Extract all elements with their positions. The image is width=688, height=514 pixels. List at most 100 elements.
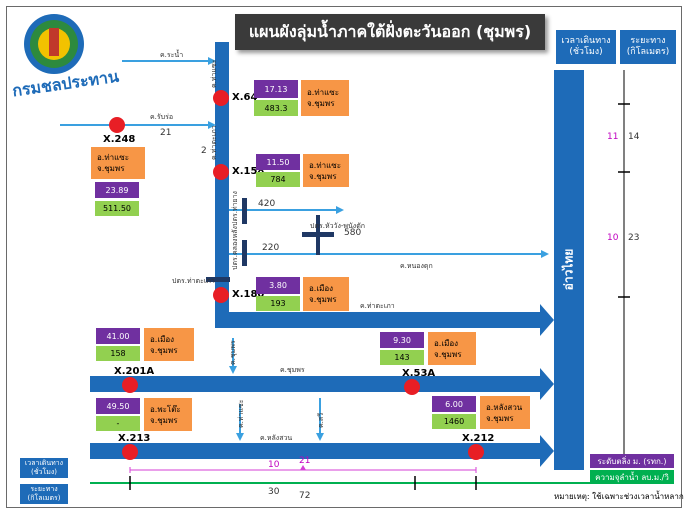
header-distance: ระยะทาง (กิโลเมตร): [620, 30, 676, 64]
station-info-x158: อ.ท่าแซะ จ.ชุมพร: [303, 154, 349, 187]
gate-2: [242, 240, 247, 266]
station-amphoe-x248: อ.ท่าแซะ: [97, 153, 129, 162]
station-marker-x180[interactable]: [213, 287, 229, 303]
station-flow-x212: 1460: [432, 414, 476, 429]
number-right-10: 10: [607, 233, 619, 243]
station-info-x53a: อ.เมือง จ.ชุมพร: [428, 332, 476, 365]
river-label-down1: ค.ชุมพร: [229, 340, 237, 365]
number-420: 420: [258, 199, 276, 209]
station-marker-x53a[interactable]: [404, 379, 420, 395]
station-flow-x64: 483.3: [254, 100, 298, 116]
station-info-x213: อ.พะโต๊ะ จ.ชุมพร: [144, 398, 192, 431]
station-amphoe-x213: อ.พะโต๊ะ: [150, 404, 181, 414]
legend-time-label: เวลาเดินทาง (ชั่วโมง): [20, 458, 68, 478]
station-flow-x158: 784: [256, 172, 300, 187]
sea-label: อ่าวไทย: [561, 248, 576, 291]
station-code-x248: X.248: [103, 134, 136, 145]
langsuan-river: [90, 435, 554, 467]
thataphao-river: [215, 304, 554, 336]
logo-emblem: [22, 12, 86, 76]
station-amphoe-x201a: อ.เมือง: [150, 334, 175, 344]
station-province-x201a: จ.ชุมพร: [150, 345, 178, 355]
river-label-nongduk: ค.หนองดุก: [400, 262, 433, 270]
header-time: เวลาเดินทาง (ชั่วโมง): [556, 30, 616, 64]
legend-distance-label: ระยะทาง (กิโลเมตร): [20, 484, 68, 504]
river-label-langsuan: ค.หลังสวน: [260, 434, 293, 442]
river-label-thataphao: ค.ท่าตะเภา: [360, 302, 395, 310]
page-title: แผนผังลุ่มน้ำภาคใต้ฝั่งตะวันออก (ชุมพร): [235, 14, 545, 50]
number-right-11: 11: [607, 132, 619, 142]
station-marker-x158[interactable]: [213, 164, 229, 180]
station-code-x212: X.212: [462, 433, 495, 444]
number-21: 21: [160, 128, 172, 138]
number-bottom-30: 30: [268, 487, 280, 497]
sea-block: [554, 70, 584, 470]
station-code-x53a: X.53A: [402, 368, 436, 379]
station-info-x212: อ.หลังสวน จ.ชุมพร: [480, 396, 530, 429]
station-marker-x201a[interactable]: [122, 377, 138, 393]
station-flow-x213: -: [96, 416, 140, 431]
station-amphoe-x158: อ.ท่าแซะ: [309, 160, 341, 170]
river-label-chumphon: ค.ชุมพร: [280, 366, 305, 374]
station-level-x201a: 41.00: [96, 328, 140, 344]
station-amphoe-x180: อ.เมือง: [309, 284, 334, 293]
legend-flow-box: ความจุลำน้ำ ลบ.ม./วิ: [590, 470, 674, 484]
river-label-top: ค.ระน้ำ: [160, 51, 184, 59]
station-flow-x248: 511.50: [95, 201, 139, 216]
chumphon-river: [90, 368, 554, 400]
station-province-x212: จ.ชุมพร: [486, 413, 514, 423]
station-level-x213: 49.50: [96, 398, 140, 414]
station-flow-x180: 193: [256, 296, 300, 311]
station-level-x248: 23.89: [95, 182, 139, 198]
station-code-x180: X.180: [232, 289, 265, 300]
station-info-x248: อ.ท่าแซะ จ.ชุมพร: [91, 147, 145, 179]
number-bottom-21: 21: [299, 456, 311, 466]
gate-label-b: ปตร.คลองหลัง: [231, 226, 239, 270]
station-info-x64: อ.ท่าแซะ จ.ชุมพร: [301, 80, 349, 116]
number-bottom-10: 10: [268, 460, 280, 470]
station-province-x64: จ.ชุมพร: [307, 99, 335, 108]
station-code-x213: X.213: [118, 433, 151, 444]
station-flow-x53a: 143: [380, 350, 424, 365]
station-code-x64: X.64: [232, 92, 258, 103]
legend-level-box: ระดับตลิ่ง ม. (รทก.): [590, 454, 674, 468]
river-label-vertical-upper: ค.ท่าแซะ: [210, 59, 218, 88]
legend-note: หมายเหตุ: ใช้เฉพาะช่วงเวลาน้ำหลาก: [554, 492, 684, 501]
river-label-vertical: ค.ท่าตะเภา: [210, 125, 218, 160]
gate-label-a: ปตร.ท่ายาง: [231, 191, 239, 226]
station-code-x158: X.158: [232, 166, 265, 177]
station-amphoe-x64: อ.ท่าแซะ: [307, 88, 339, 97]
station-province-x53a: จ.ชุมพร: [434, 349, 462, 359]
station-marker-x248[interactable]: [109, 117, 125, 133]
number-220: 220: [262, 243, 280, 253]
number-bottom-72: 72: [299, 491, 311, 501]
station-marker-x212[interactable]: [468, 444, 484, 460]
station-info-x180: อ.เมือง จ.ชุมพร: [303, 277, 349, 311]
number-right-23: 23: [628, 233, 640, 243]
gate-label-huawang: ปตร.หัววัง-พนังตัก: [310, 222, 365, 230]
station-marker-x213[interactable]: [122, 444, 138, 460]
number-right-14: 14: [628, 132, 640, 142]
gate-label-thataphao: ปตร.ท่าตะเภา: [172, 277, 215, 285]
station-amphoe-x212: อ.หลังสวน: [486, 402, 523, 412]
station-level-x64: 17.13: [254, 80, 298, 98]
number-580: 580: [344, 228, 362, 238]
station-code-x201a: X.201A: [114, 366, 155, 377]
station-province-x180: จ.ชุมพร: [309, 295, 337, 304]
number-2: 2: [201, 146, 207, 156]
station-flow-x201a: 158: [96, 346, 140, 361]
station-level-x212: 6.00: [432, 396, 476, 412]
gate-1: [242, 198, 247, 224]
river-label-down3: ค.สวี: [317, 412, 325, 428]
main-vertical-river: [215, 42, 229, 318]
station-province-x158: จ.ชุมพร: [309, 171, 337, 181]
gate-huawang-post: [316, 215, 320, 255]
river-label-mid: ค.รับร่อ: [150, 113, 174, 121]
gate-thataphao: [206, 277, 230, 282]
station-marker-x64[interactable]: [213, 90, 229, 106]
river-label-down2: ค.ท่าแซะ: [237, 399, 245, 428]
station-level-x180: 3.80: [256, 277, 300, 294]
station-amphoe-x53a: อ.เมือง: [434, 338, 459, 348]
station-level-x158: 11.50: [256, 154, 300, 170]
